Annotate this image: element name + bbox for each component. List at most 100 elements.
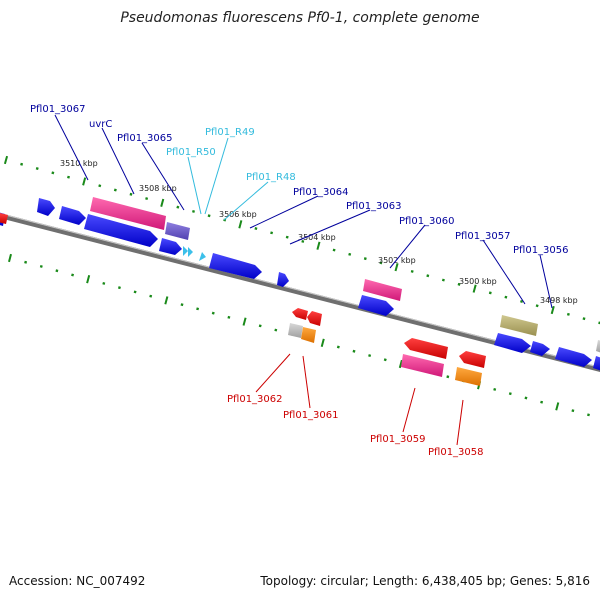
minor-tick bbox=[368, 354, 372, 358]
gene-arrow-forward[interactable] bbox=[358, 295, 394, 316]
minor-tick bbox=[410, 269, 414, 273]
tick-label-3506: 3506 kbp bbox=[219, 210, 257, 219]
minor-tick bbox=[51, 171, 55, 175]
minor-tick bbox=[493, 387, 497, 391]
tick-label-3508: 3508 kbp bbox=[139, 184, 177, 193]
minor-tick bbox=[270, 231, 274, 235]
gene-arrow-reverse[interactable] bbox=[459, 351, 486, 368]
purple-feature[interactable] bbox=[165, 222, 190, 240]
gene-arrow-forward[interactable] bbox=[59, 206, 86, 225]
genome-summary-text: Topology: circular; Length: 6,438,405 bp… bbox=[260, 574, 590, 588]
minor-tick bbox=[540, 400, 544, 404]
major-tick bbox=[164, 296, 169, 305]
rna-arrow[interactable] bbox=[199, 252, 206, 261]
gene-features[interactable] bbox=[0, 197, 600, 386]
minor-tick bbox=[571, 409, 575, 413]
gene-arrow-forward[interactable] bbox=[159, 238, 182, 255]
minor-tick bbox=[196, 307, 200, 311]
orange-feature[interactable] bbox=[301, 327, 316, 343]
label-pfl01-3062: Pfl01_3062 bbox=[227, 394, 283, 405]
minor-tick bbox=[129, 192, 133, 196]
minor-tick bbox=[352, 349, 356, 353]
upper-tick-ring bbox=[3, 155, 600, 325]
minor-tick bbox=[55, 269, 59, 273]
pink-feature[interactable] bbox=[90, 197, 166, 230]
gene-arrow-reverse[interactable] bbox=[292, 308, 308, 320]
minor-tick bbox=[504, 295, 508, 299]
minor-tick bbox=[113, 188, 117, 192]
minor-tick bbox=[117, 286, 121, 290]
tick-label-3498: 3498 kbp bbox=[540, 296, 578, 305]
minor-tick bbox=[102, 281, 106, 285]
minor-tick bbox=[35, 167, 39, 171]
tick-label-3504: 3504 kbp bbox=[298, 233, 336, 242]
minor-tick bbox=[71, 273, 75, 277]
major-tick bbox=[86, 275, 91, 284]
minor-tick bbox=[379, 261, 383, 265]
gene-arrow-forward[interactable] bbox=[593, 356, 600, 371]
gene-arrow-reverse[interactable] bbox=[307, 311, 322, 326]
label-pfl01-3059: Pfl01_3059 bbox=[370, 434, 426, 445]
minor-tick bbox=[227, 315, 231, 319]
gene-arrow-reverse[interactable] bbox=[0, 213, 8, 224]
minor-tick bbox=[301, 239, 305, 243]
gene-arrow-forward[interactable] bbox=[277, 272, 289, 287]
label-leader-lines bbox=[54, 114, 553, 446]
major-tick bbox=[316, 241, 321, 250]
feature-labels: Pfl01_3067 uvrC Pfl01_3065 Pfl01_R50 Pfl… bbox=[30, 104, 569, 458]
major-tick bbox=[8, 253, 12, 263]
gray-feature[interactable] bbox=[596, 340, 600, 353]
major-tick bbox=[3, 155, 9, 165]
label-pfl01-r48: Pfl01_R48 bbox=[246, 172, 296, 183]
minor-tick bbox=[363, 257, 367, 261]
minor-tick bbox=[587, 413, 590, 417]
gene-arrow-forward[interactable] bbox=[37, 198, 55, 216]
minor-tick bbox=[67, 175, 70, 179]
minor-tick bbox=[383, 358, 387, 362]
khaki-feature[interactable] bbox=[500, 315, 538, 336]
rna-arrow[interactable] bbox=[188, 247, 193, 257]
label-uvrc: uvrC bbox=[89, 119, 112, 130]
minor-tick bbox=[566, 312, 570, 316]
gray-feature[interactable] bbox=[288, 323, 303, 338]
minor-tick bbox=[426, 274, 430, 278]
gene-arrow-forward[interactable] bbox=[84, 214, 158, 247]
gene-arrow-forward[interactable] bbox=[530, 341, 550, 356]
gene-arrow-reverse[interactable] bbox=[404, 338, 448, 359]
label-pfl01-3058: Pfl01_3058 bbox=[428, 447, 484, 458]
gene-arrow-forward[interactable] bbox=[209, 253, 262, 279]
rna-arrow[interactable] bbox=[183, 246, 188, 256]
minor-tick bbox=[524, 396, 528, 400]
gene-arrow-forward[interactable] bbox=[555, 347, 592, 367]
pink-feature[interactable] bbox=[401, 354, 444, 377]
pink-feature[interactable] bbox=[363, 279, 402, 301]
label-pfl01-3064: Pfl01_3064 bbox=[293, 187, 349, 198]
label-pfl01-3060: Pfl01_3060 bbox=[399, 216, 455, 227]
minor-tick bbox=[582, 317, 586, 321]
tick-label-3502: 3502 kbp bbox=[378, 256, 416, 265]
major-tick bbox=[398, 359, 403, 369]
minor-tick bbox=[133, 290, 137, 294]
accession-text: Accession: NC_007492 bbox=[9, 574, 146, 588]
minor-tick bbox=[457, 282, 461, 286]
minor-tick bbox=[336, 345, 340, 349]
label-pfl01-r49: Pfl01_R49 bbox=[205, 127, 255, 138]
label-pfl01-3063: Pfl01_3063 bbox=[346, 201, 402, 212]
minor-tick bbox=[274, 328, 278, 332]
minor-tick bbox=[192, 209, 195, 213]
major-tick bbox=[160, 198, 165, 207]
minor-tick bbox=[176, 205, 180, 209]
tick-label-3510: 3510 kbp bbox=[60, 159, 98, 168]
minor-tick bbox=[145, 197, 149, 201]
gene-arrow-forward[interactable] bbox=[494, 333, 531, 353]
major-tick bbox=[238, 220, 243, 229]
label-pfl01-3056: Pfl01_3056 bbox=[513, 245, 569, 256]
minor-tick bbox=[535, 304, 539, 308]
orange-feature[interactable] bbox=[455, 367, 482, 386]
major-tick bbox=[320, 338, 325, 347]
major-tick bbox=[242, 317, 247, 326]
label-pfl01-3067: Pfl01_3067 bbox=[30, 104, 86, 115]
label-pfl01-3057: Pfl01_3057 bbox=[455, 231, 511, 242]
minor-tick bbox=[207, 214, 211, 218]
